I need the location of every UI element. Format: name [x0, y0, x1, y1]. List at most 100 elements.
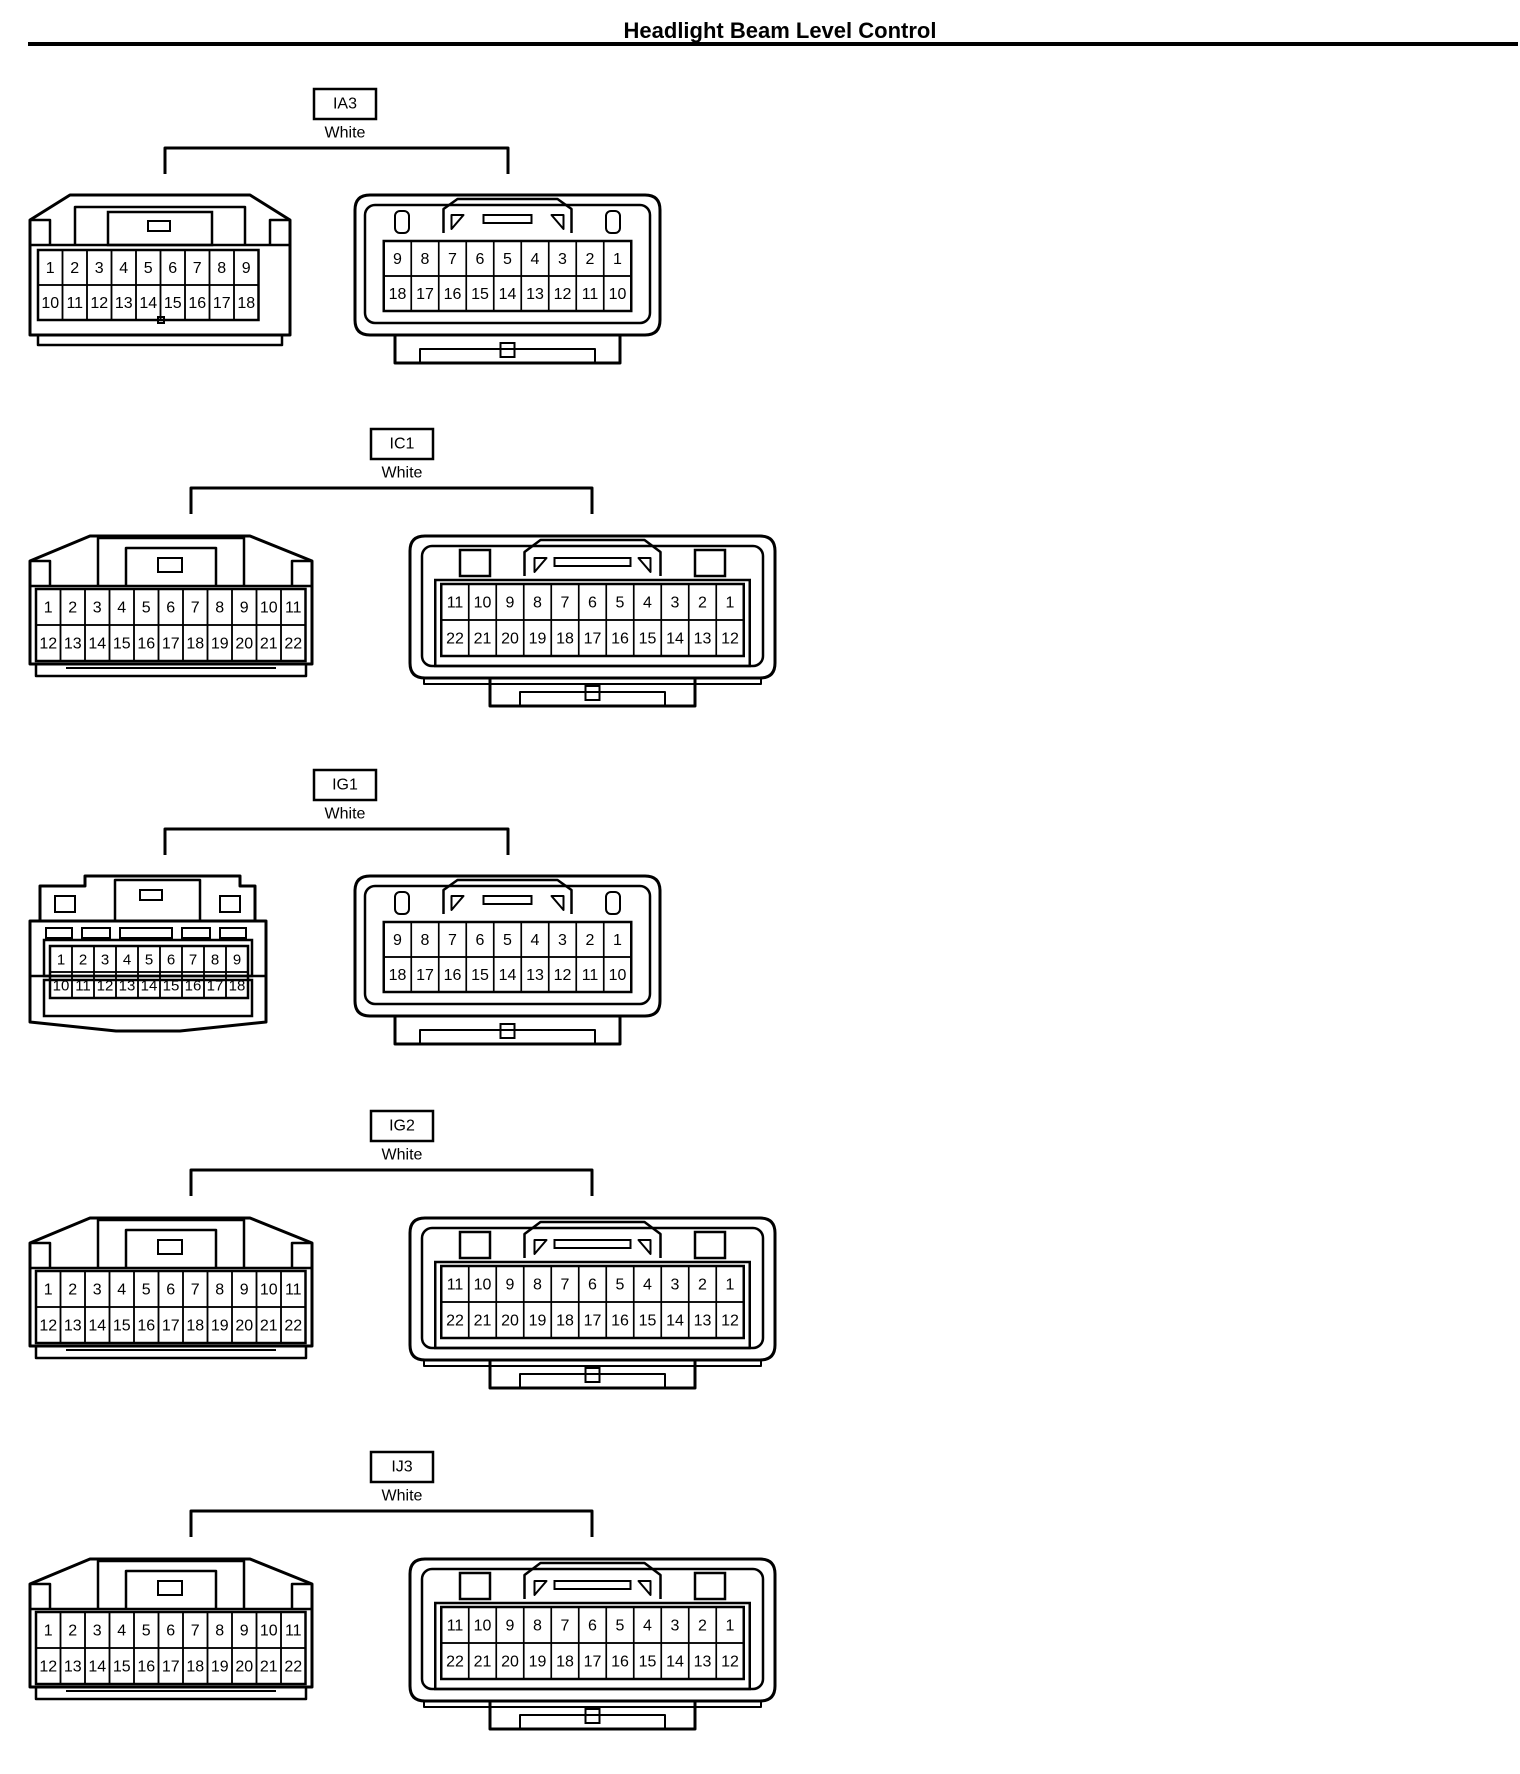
- pin-label: 2: [79, 952, 87, 969]
- pin-label: 4: [117, 600, 126, 617]
- pin-label: 20: [501, 631, 519, 648]
- page-title: Headlight Beam Level Control: [623, 18, 937, 43]
- pin-label: 12: [39, 1659, 57, 1676]
- connector-color: White: [382, 1488, 423, 1505]
- pin-label: 9: [393, 932, 402, 949]
- pin-label: 8: [533, 1277, 542, 1294]
- pin-cell: [233, 284, 260, 321]
- female-housing: [353, 193, 662, 337]
- pin-label: 20: [235, 1659, 253, 1676]
- pin-label: 5: [503, 932, 512, 949]
- pin-label: 7: [448, 251, 457, 268]
- pin-label: 7: [189, 952, 197, 969]
- connector-code-box: [312, 768, 378, 802]
- pin-label: 6: [588, 1618, 597, 1635]
- pin-label: 3: [95, 260, 104, 277]
- pin-label: 19: [529, 1313, 547, 1330]
- pin-label: 4: [643, 1618, 652, 1635]
- pin-label: 6: [588, 1277, 597, 1294]
- pin-label: 6: [166, 1623, 175, 1640]
- pin-label: 11: [285, 600, 302, 617]
- connector-code-box: [369, 1450, 435, 1484]
- pin-label: 1: [57, 952, 65, 969]
- pin-label: 4: [643, 1277, 652, 1294]
- pin-label: 13: [64, 636, 82, 653]
- pin-label: 5: [616, 1277, 625, 1294]
- pin-label: 18: [556, 1654, 574, 1671]
- pin-label: 1: [726, 1277, 735, 1294]
- pin-cell: [602, 956, 633, 993]
- pin-label: 22: [446, 1313, 464, 1330]
- pin-label: 21: [260, 1318, 278, 1335]
- pin-label: 12: [39, 636, 57, 653]
- pin-label: 7: [191, 600, 200, 617]
- pin-label: 20: [501, 1313, 519, 1330]
- pin-label: 20: [235, 636, 253, 653]
- base-rail: [36, 335, 284, 347]
- pin-label: 4: [531, 932, 540, 949]
- pin-label: 13: [119, 978, 136, 995]
- bracket: [189, 486, 594, 514]
- latch: [523, 538, 662, 576]
- pin-label: 2: [586, 251, 595, 268]
- pin-label: 5: [145, 952, 153, 969]
- pin-label: 1: [726, 1618, 735, 1635]
- pin-label: 13: [694, 1654, 712, 1671]
- pin-label: 3: [671, 595, 680, 612]
- pin-label: 17: [416, 286, 434, 303]
- pin-label: 10: [260, 600, 278, 617]
- pin-label: 9: [240, 1282, 249, 1299]
- lock-tab: [96, 1218, 246, 1268]
- latch: [523, 1220, 662, 1258]
- pin-label: 8: [215, 600, 224, 617]
- latch: [523, 1561, 662, 1599]
- bottom-tab: [393, 335, 622, 365]
- pin-label: 1: [726, 595, 735, 612]
- pin-label: 5: [616, 595, 625, 612]
- female-housing: [408, 1216, 777, 1362]
- pin-label: 14: [139, 295, 157, 312]
- pin-cell: [715, 619, 745, 657]
- pin-label: 17: [162, 1318, 180, 1335]
- pin-label: 10: [474, 595, 492, 612]
- pin-label: 10: [41, 295, 59, 312]
- pin-label: 2: [698, 1277, 707, 1294]
- female-housing: [408, 534, 777, 680]
- pin-label: 2: [68, 1282, 77, 1299]
- connector-code: IG1: [332, 777, 358, 794]
- pin-label: 11: [447, 1618, 464, 1635]
- lock-tab: [73, 205, 247, 245]
- pin-label: 19: [529, 1654, 547, 1671]
- bracket: [189, 1168, 594, 1196]
- connector-code: IG2: [389, 1118, 415, 1135]
- pin-label: 14: [141, 978, 158, 995]
- pin-label: 17: [584, 631, 602, 648]
- pin-label: 14: [88, 1659, 106, 1676]
- connector-color: White: [382, 1147, 423, 1164]
- pin-label: 7: [448, 932, 457, 949]
- pin-label: 6: [588, 595, 597, 612]
- base-rail: [34, 1687, 308, 1701]
- latch: [106, 210, 214, 247]
- pin-label: 8: [217, 260, 226, 277]
- pin-label: 3: [101, 952, 109, 969]
- pin-label: 16: [611, 631, 629, 648]
- connector-code: IC1: [390, 436, 415, 453]
- pin-label: 16: [137, 1318, 155, 1335]
- pin-label: 19: [211, 636, 229, 653]
- pin-label: 1: [46, 260, 55, 277]
- pin-label: 12: [97, 978, 114, 995]
- pin-label: 5: [142, 1282, 151, 1299]
- pin-label: 18: [186, 1659, 204, 1676]
- pin-label: 7: [191, 1282, 200, 1299]
- pin-label: 18: [237, 295, 255, 312]
- pin-label: 2: [68, 1623, 77, 1640]
- female-housing: [353, 874, 662, 1018]
- pin-label: 1: [44, 600, 53, 617]
